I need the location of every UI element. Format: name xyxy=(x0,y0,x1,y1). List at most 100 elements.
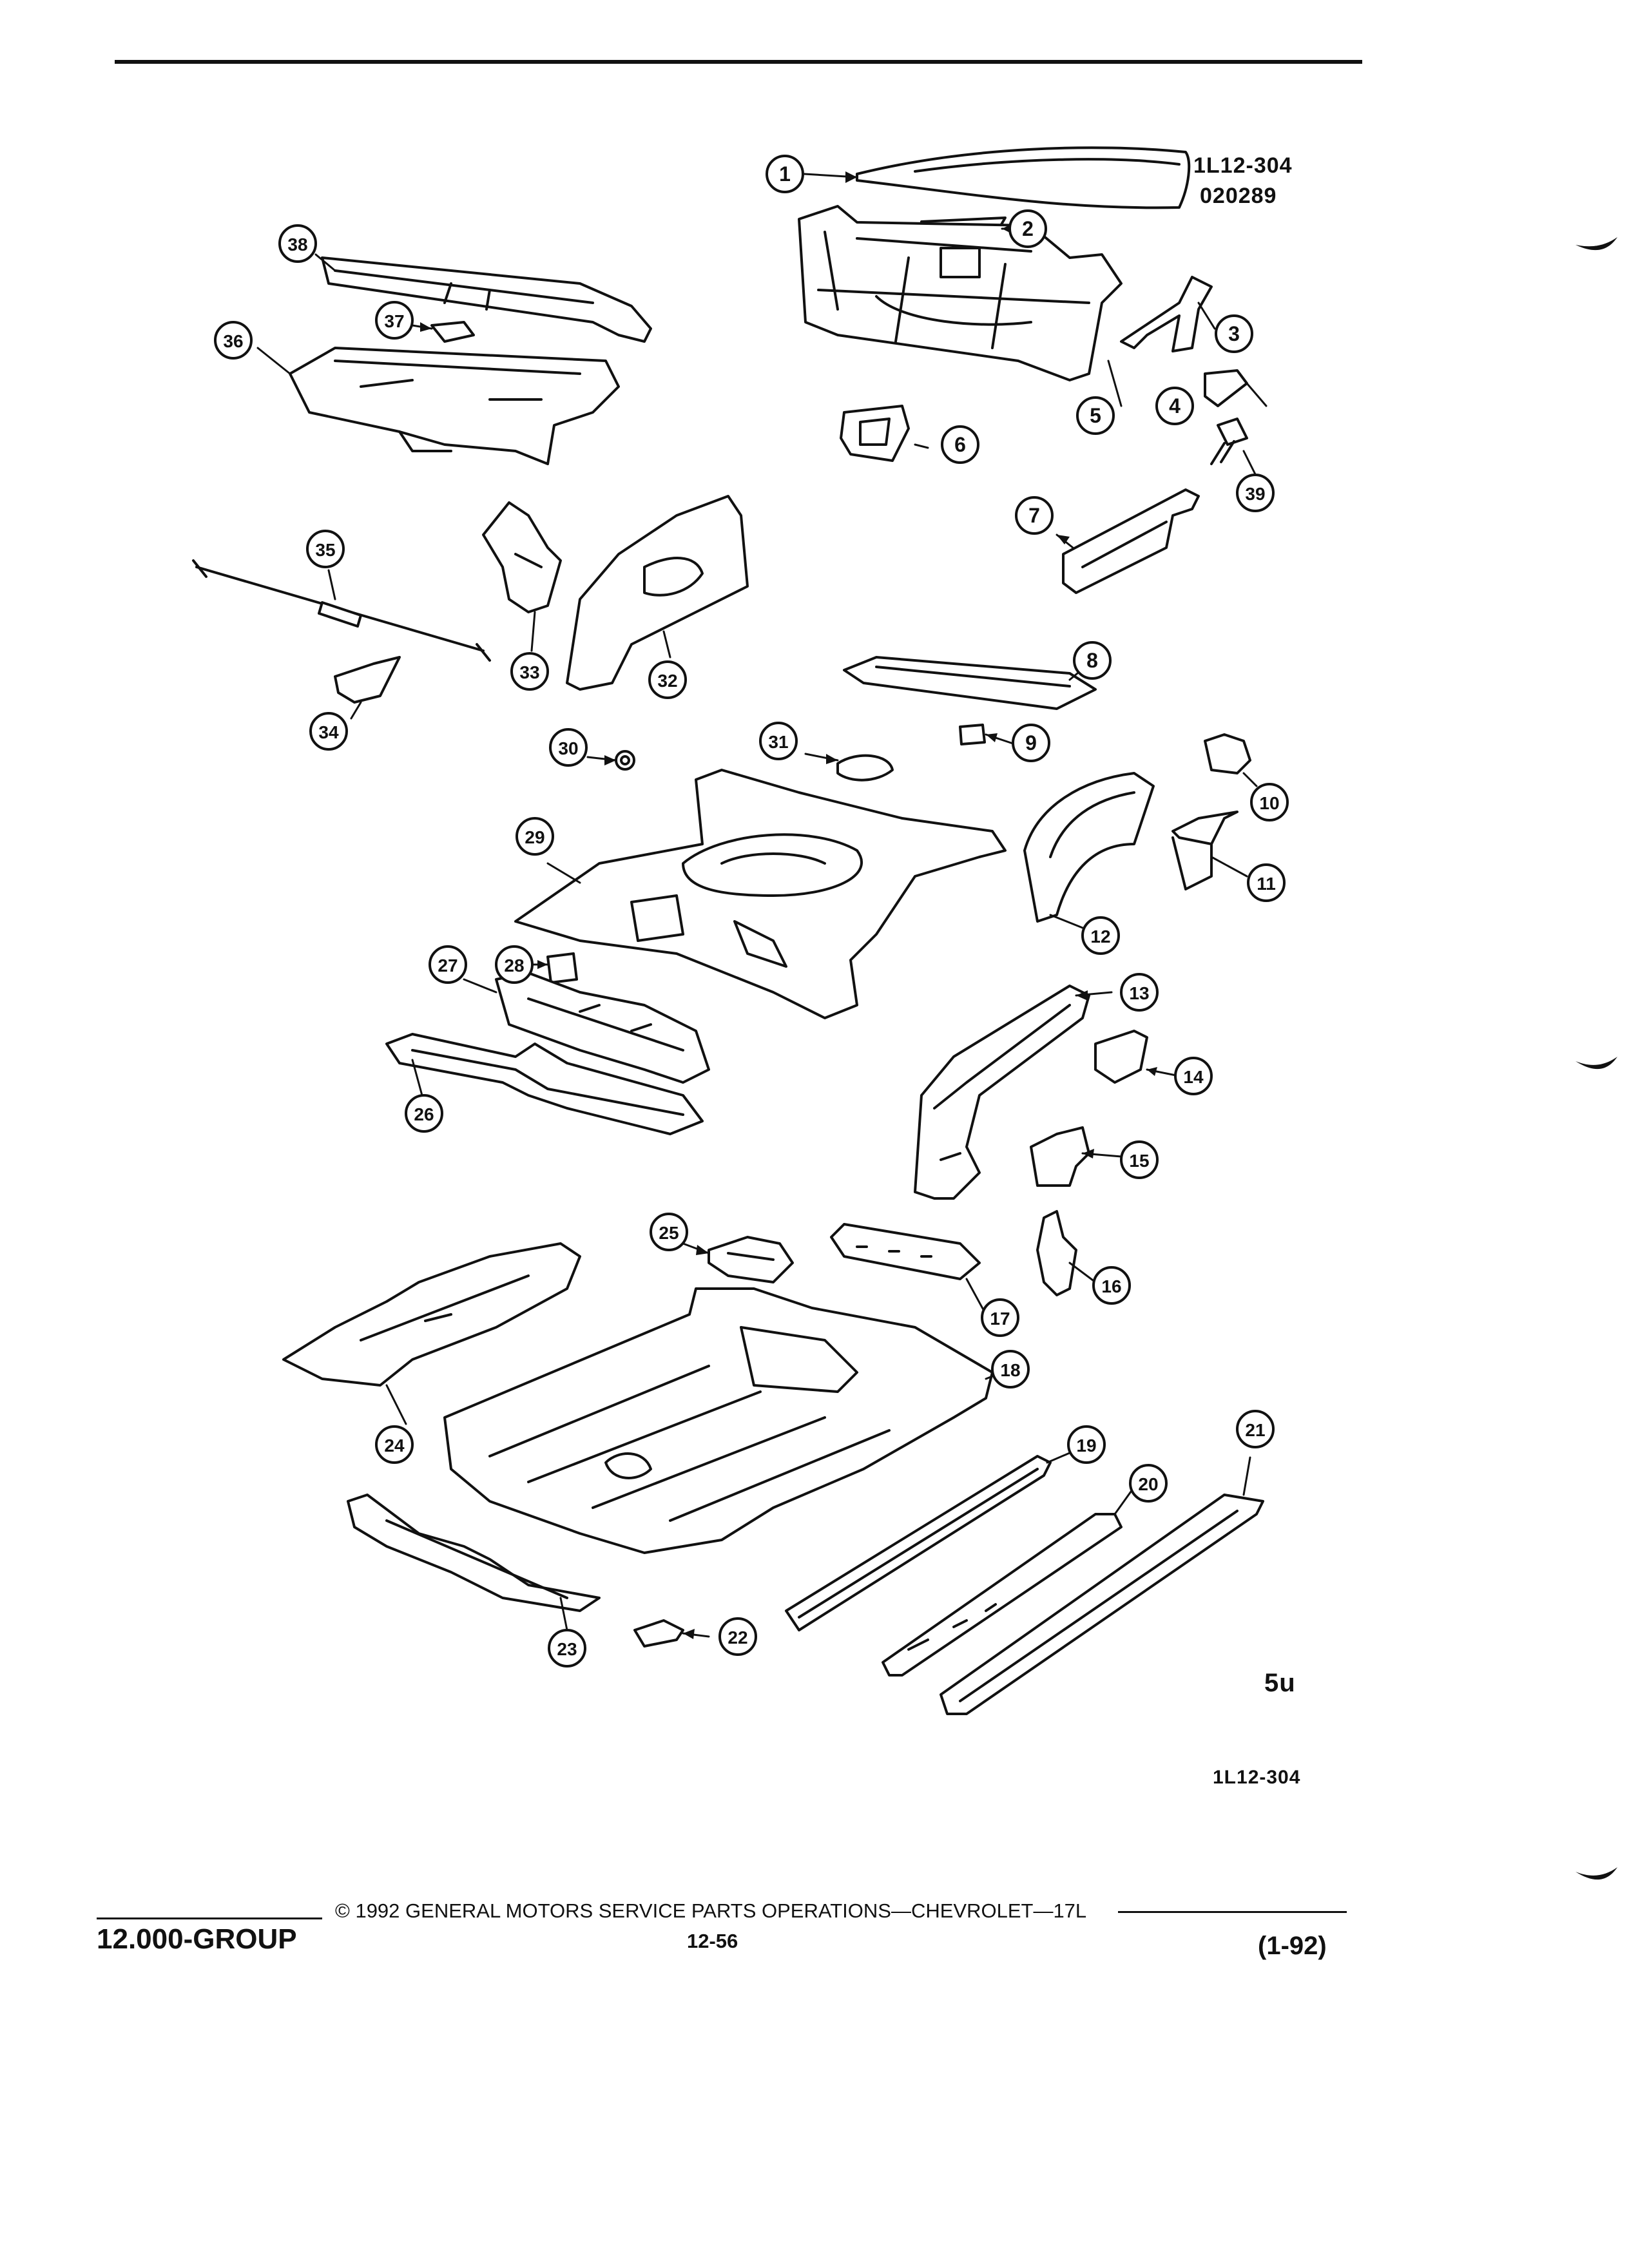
part-3-hinge xyxy=(1120,276,1213,352)
callout-number: 22 xyxy=(728,1628,747,1648)
callout-number: 11 xyxy=(1257,874,1276,894)
callout-circle xyxy=(405,1094,443,1133)
callout-circle xyxy=(981,1298,1019,1337)
part-6-filler xyxy=(840,405,910,462)
callout-number: 25 xyxy=(659,1223,679,1243)
part-19-rocker xyxy=(785,1455,1052,1631)
part-9-clip xyxy=(959,724,986,745)
callout-18: 18 xyxy=(991,1350,1030,1389)
footer-rule-left xyxy=(97,1917,322,1919)
binder-mark-2 xyxy=(1576,1057,1617,1070)
callout-23: 23 xyxy=(548,1629,586,1667)
callout-6: 6 xyxy=(941,425,979,464)
callout-circle xyxy=(510,652,549,691)
callout-circle xyxy=(549,728,588,767)
callout-circle xyxy=(1247,863,1286,902)
callout-number: 23 xyxy=(557,1639,577,1659)
callout-25: 25 xyxy=(650,1213,688,1251)
part-12-wheelhouse xyxy=(1023,772,1155,923)
callout-number: 30 xyxy=(558,738,578,758)
callout-circle xyxy=(375,301,414,340)
part-25-cover xyxy=(708,1236,794,1283)
callout-circle xyxy=(516,817,554,856)
footer-rule-right xyxy=(1118,1911,1347,1913)
callout-number: 38 xyxy=(287,235,307,255)
callout-2: 2 xyxy=(1008,209,1047,248)
callout-number: 19 xyxy=(1076,1436,1096,1456)
callout-4: 4 xyxy=(1155,387,1194,425)
callout-31: 31 xyxy=(759,722,798,760)
part-33-panel xyxy=(482,501,562,613)
callout-circle xyxy=(1155,387,1194,425)
copyright-line: © 1992 GENERAL MOTORS SERVICE PARTS OPER… xyxy=(335,1899,1087,1922)
callout-circle xyxy=(548,1629,586,1667)
part-18-main-floor-pan xyxy=(443,1287,994,1554)
callout-circle xyxy=(766,155,804,193)
part-10-bracket xyxy=(1204,733,1251,774)
callout-number: 7 xyxy=(1028,504,1040,527)
callout-circle xyxy=(1120,973,1159,1012)
callout-number: 10 xyxy=(1259,793,1279,813)
callout-29: 29 xyxy=(516,817,554,856)
callout-35: 35 xyxy=(306,530,345,568)
bottom-drawing-id: 1L12-304 xyxy=(1213,1767,1301,1788)
callout-22: 22 xyxy=(718,1617,757,1656)
callout-number: 12 xyxy=(1090,927,1110,947)
part-5-rear-end-panel xyxy=(798,205,1123,381)
mark-5u: 5u xyxy=(1264,1669,1296,1697)
part-36-shelf xyxy=(289,347,620,465)
callout-number: 31 xyxy=(768,732,788,752)
callout-number: 24 xyxy=(384,1436,405,1456)
callout-circle xyxy=(1236,1410,1275,1448)
part-21-rocker-outer xyxy=(940,1494,1264,1715)
callout-21: 21 xyxy=(1236,1410,1275,1448)
callout-circle xyxy=(278,224,317,263)
callout-number: 18 xyxy=(1000,1360,1020,1380)
callout-number: 34 xyxy=(318,722,339,742)
part-32-inner-quarter xyxy=(566,495,749,691)
part-14-bracket xyxy=(1094,1030,1148,1084)
callout-circle xyxy=(375,1425,414,1464)
callout-circle xyxy=(941,425,979,464)
callout-number: 1 xyxy=(779,162,791,186)
callout-circle xyxy=(495,945,534,984)
callout-number: 4 xyxy=(1169,394,1181,418)
callout-11: 11 xyxy=(1247,863,1286,902)
page-number: 12-56 xyxy=(687,1930,738,1952)
callout-circle xyxy=(306,530,345,568)
part-27-reinforcement xyxy=(495,972,710,1084)
callout-3: 3 xyxy=(1215,314,1253,353)
callout-circle xyxy=(214,321,253,360)
callout-number: 27 xyxy=(438,956,458,975)
callout-24: 24 xyxy=(375,1425,414,1464)
part-22-clip xyxy=(633,1619,684,1648)
callout-number: 26 xyxy=(414,1104,434,1124)
part-37-clip xyxy=(430,321,475,343)
callout-circle xyxy=(1081,916,1120,955)
callout-circle xyxy=(1250,783,1289,822)
callout-28: 28 xyxy=(495,945,534,984)
callout-9: 9 xyxy=(1012,724,1050,762)
callout-20: 20 xyxy=(1129,1464,1168,1503)
callout-number: 36 xyxy=(223,331,243,351)
part-1-deck-lid xyxy=(856,146,1191,209)
part-20-rocker-inner xyxy=(882,1513,1123,1677)
binder-mark-1 xyxy=(1576,237,1617,251)
callout-17: 17 xyxy=(981,1298,1019,1337)
callout-34: 34 xyxy=(309,712,348,751)
callout-circle xyxy=(1067,1425,1106,1464)
callout-number: 29 xyxy=(525,827,545,847)
part-26-crossmember xyxy=(385,1033,704,1135)
part-31-plug xyxy=(836,754,894,782)
callout-number: 21 xyxy=(1245,1420,1265,1440)
revision-code: (1-92) xyxy=(1258,1932,1327,1960)
drawing-date: 020289 xyxy=(1200,184,1277,208)
callout-number: 3 xyxy=(1228,322,1240,345)
part-11-extension xyxy=(1171,811,1239,890)
callout-26: 26 xyxy=(405,1094,443,1133)
part-34-bracket xyxy=(334,656,401,704)
group-label: 12.000-GROUP xyxy=(97,1923,297,1955)
callout-14: 14 xyxy=(1174,1057,1213,1095)
